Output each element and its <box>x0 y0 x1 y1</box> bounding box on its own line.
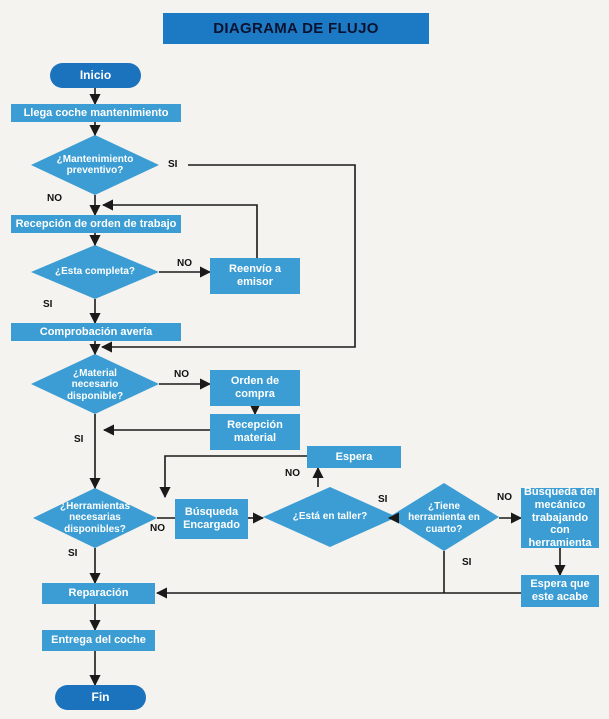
edge-label-mantenimiento-si: SI <box>168 159 178 170</box>
decision-taller-shape <box>263 487 397 547</box>
decision-cuarto-text: ¿Tiene herramienta en cuarto? <box>408 500 480 535</box>
connector-espera-loop <box>159 455 307 499</box>
step-orden-compra: Orden de compra <box>210 370 300 406</box>
decision-herramientas-text: ¿Herramientas necesarias disponibles? <box>59 500 131 535</box>
edge-label-herramientas-si: SI <box>68 548 78 559</box>
decision-completa-text: ¿Esta completa? <box>54 266 136 278</box>
decision-completa-shape <box>31 245 159 299</box>
decision-herramientas-shape <box>33 488 157 548</box>
decision-taller-text: ¿Está en taller? <box>292 511 368 523</box>
connector-mantenimiento-si <box>100 164 356 353</box>
edge-label-material-si: SI <box>74 434 84 445</box>
step-busqueda-encargado: Búsqueda Encargado <box>175 499 248 539</box>
end-terminal: Fin <box>55 685 146 710</box>
decision-material-text: ¿Material necesario disponible? <box>66 367 124 402</box>
start-terminal: Inicio <box>50 63 141 88</box>
step-entrega: Entrega del coche <box>42 630 155 651</box>
step-recepcion-orden: Recepción de orden de trabajo <box>11 215 181 233</box>
edge-label-cuarto-si: SI <box>462 557 472 568</box>
step-busqueda-mecanico: Búsqueda del mecánico trabajando con her… <box>521 486 599 549</box>
connector-reenvio-recepcion <box>101 199 258 258</box>
step-llega-coche: Llega coche mantenimiento <box>11 104 181 122</box>
decision-material-shape <box>31 354 159 414</box>
edge-label-taller-no: NO <box>285 468 300 479</box>
edge-label-completa-si: SI <box>43 299 53 310</box>
diagram-title: DIAGRAMA DE FLUJO <box>163 13 429 44</box>
edge-label-completa-no: NO <box>177 258 192 269</box>
edge-label-cuarto-no: NO <box>497 492 512 503</box>
step-espera: Espera <box>307 446 401 468</box>
step-comprobacion: Comprobación avería <box>11 323 181 341</box>
decision-mantenimiento-shape <box>31 135 159 195</box>
edge-label-mantenimiento-no: NO <box>47 193 62 204</box>
step-reenvio: Reenvío a emisor <box>210 258 300 294</box>
decision-mantenimiento-text: ¿Mantenimiento preventivo? <box>56 153 134 177</box>
decision-cuarto-shape <box>389 483 499 551</box>
edge-label-herramientas-no: NO <box>150 523 165 534</box>
step-espera-acabe: Espera que este acabe <box>521 575 599 607</box>
edge-label-material-no: NO <box>174 369 189 380</box>
step-recepcion-material: Recepción material <box>210 414 300 450</box>
step-reparacion: Reparación <box>42 583 155 604</box>
edge-label-taller-si: SI <box>378 494 388 505</box>
